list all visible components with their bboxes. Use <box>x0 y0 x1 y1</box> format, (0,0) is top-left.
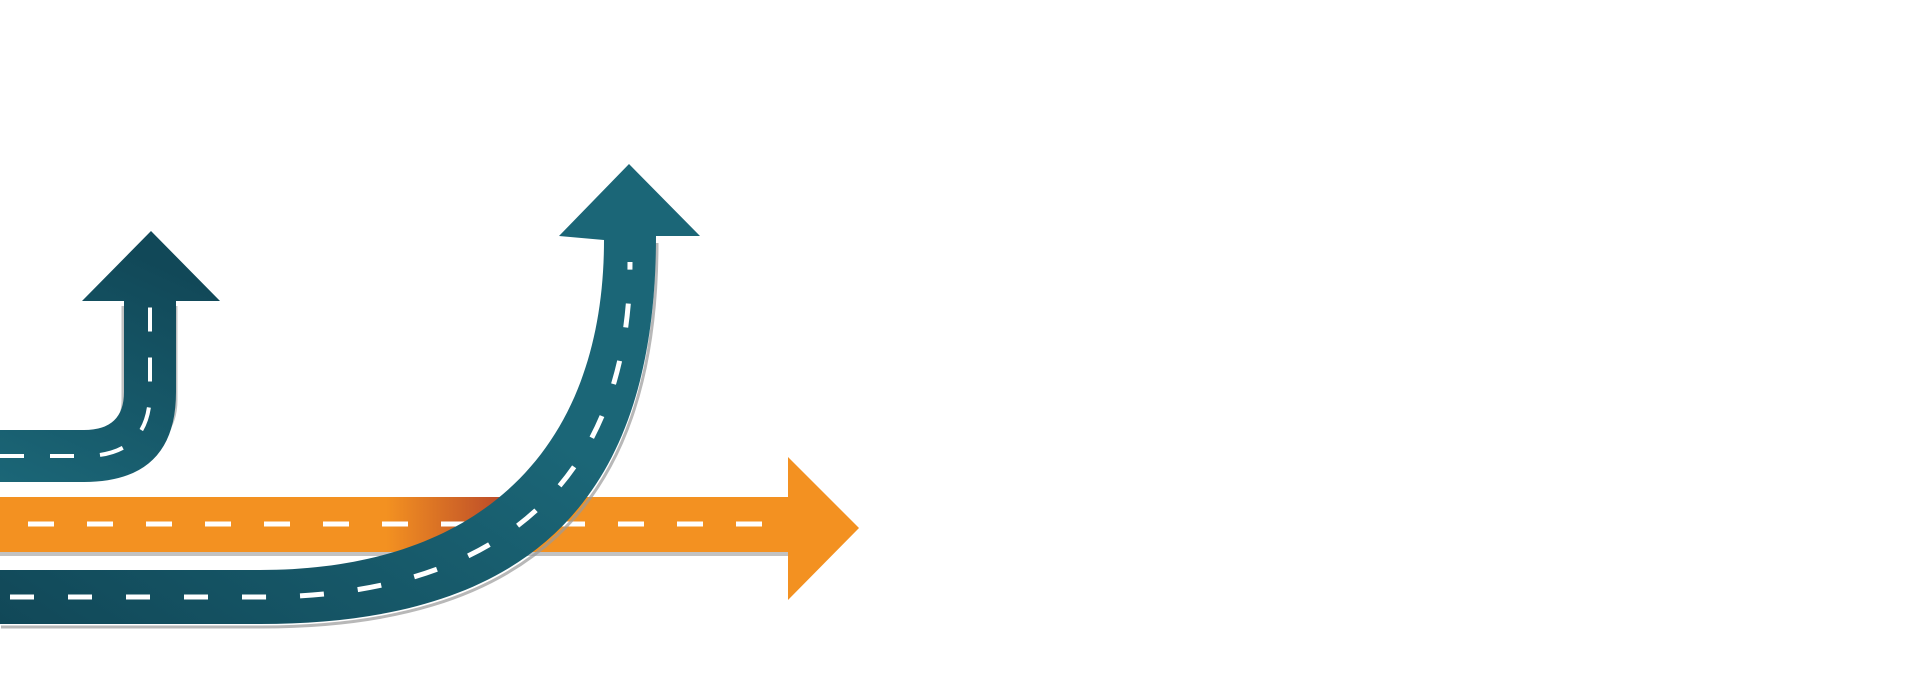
large-curve-arrow <box>0 164 700 629</box>
straight-road-body <box>0 457 859 600</box>
small-turn-arrow <box>0 231 220 482</box>
large-road-lane-marking <box>0 261 633 600</box>
straight-arrow <box>0 457 859 600</box>
large-road-body <box>0 164 700 624</box>
small-road-body <box>0 231 220 482</box>
